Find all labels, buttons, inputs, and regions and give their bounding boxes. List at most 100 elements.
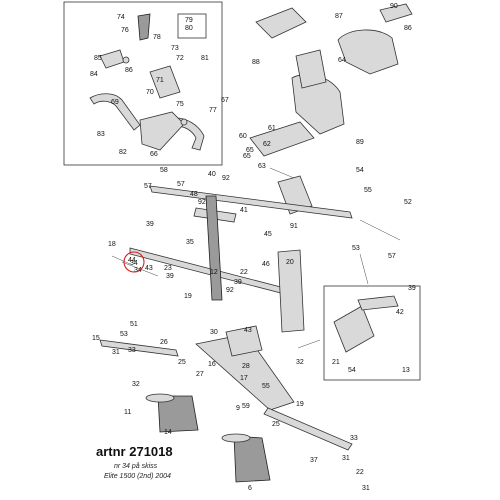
callout-label: 16 [208, 361, 216, 368]
bellow-ring [221, 433, 251, 443]
callout-label: 67 [221, 97, 229, 104]
callout-label: 48 [190, 191, 198, 198]
callout-label: 11 [124, 409, 131, 416]
callout-label: 92 [226, 287, 234, 294]
callout-label: 63 [258, 163, 266, 170]
callout-label: 39 [146, 221, 154, 228]
callout-label: 26 [160, 339, 168, 346]
callout-label: 92 [222, 175, 230, 182]
callout-label: 45 [264, 231, 272, 238]
callout-label: 31 [362, 485, 370, 492]
callout-label: 53 [352, 245, 360, 252]
callout-label: 21 [332, 359, 340, 366]
callout-label: 84 [90, 71, 98, 78]
callout-label: 17 [240, 375, 248, 382]
bracket-block [149, 65, 181, 99]
callout-label: 39 [166, 273, 174, 280]
callout-label: 31 [342, 455, 350, 462]
highlighted-part: 34 [123, 251, 145, 273]
inset-hardware-box [177, 13, 207, 39]
callout-label: 55 [364, 187, 372, 194]
seat-frame [337, 29, 399, 75]
bolt [180, 118, 188, 126]
callout-label: 79 [185, 17, 193, 24]
callout-label: 70 [146, 89, 154, 96]
callout-label: 90 [390, 3, 398, 10]
inset-handlebar [63, 1, 223, 166]
callout-label: 18 [108, 241, 116, 248]
bellow-right [233, 435, 271, 483]
callout-label: 14 [164, 429, 172, 436]
callout-label: 66 [150, 151, 158, 158]
callout-label: 86 [404, 25, 412, 32]
callout-label: 53 [120, 331, 128, 338]
callout-label: 78 [153, 34, 161, 41]
callout-label: 15 [92, 335, 100, 342]
callout-label: 92 [198, 199, 206, 206]
callout-label: 51 [130, 321, 138, 328]
axle-rod [149, 185, 353, 219]
callout-label: 52 [404, 199, 412, 206]
caption-line2: Elite 1500 (2nd) 2004 [104, 473, 171, 480]
callout-label: 77 [209, 107, 217, 114]
callout-label: 89 [356, 139, 364, 146]
column-tube [277, 249, 305, 333]
callout-label: 86 [125, 67, 133, 74]
callout-label: 32 [132, 381, 140, 388]
callout-label: 34 [134, 267, 142, 274]
highlight-circle [123, 251, 145, 273]
center-post [205, 195, 223, 301]
callout-label: 43 [244, 327, 252, 334]
bolt [122, 56, 130, 64]
callout-label: 82 [119, 149, 127, 156]
callout-label: 64 [338, 57, 346, 64]
callout-label: 91 [290, 223, 298, 230]
callout-label: 57 [388, 253, 396, 260]
callout-label: 37 [310, 457, 318, 464]
inset-brake [323, 285, 421, 381]
leader-lines [111, 167, 401, 349]
lever [137, 13, 151, 41]
callout-label: 85 [94, 55, 102, 62]
callout-label: 57 [177, 181, 185, 188]
main-frame [99, 121, 353, 451]
callout-label: 76 [121, 27, 129, 34]
callout-label: 25 [178, 359, 186, 366]
callout-label: 39 [234, 279, 242, 286]
caption-title: artnr 271018 [96, 444, 173, 459]
callout-label: 19 [296, 401, 304, 408]
callout-label: 59 [242, 403, 250, 410]
callout-label: 42 [396, 309, 404, 316]
callout-label: 83 [97, 131, 105, 138]
seat-pad [255, 7, 307, 39]
callout-label: 31 [112, 349, 120, 356]
cross-bracket [249, 121, 315, 157]
callout-label: 72 [176, 55, 184, 62]
brake-arm [357, 295, 399, 311]
callout-label: 65 [246, 147, 254, 154]
callout-label: 22 [240, 269, 248, 276]
bellow-left [157, 395, 199, 433]
callout-label: 46 [262, 261, 270, 268]
callout-label: 20 [286, 259, 294, 266]
caption-line1: nr 34 på skiss [114, 462, 158, 470]
seat-pad-small [379, 3, 413, 23]
callout-label: 23 [164, 265, 172, 272]
callout-label: 28 [242, 363, 250, 370]
callout-label: 27 [196, 371, 204, 378]
callout-label: 73 [171, 45, 179, 52]
handlebar-left [89, 93, 141, 131]
callout-label: 62 [263, 141, 271, 148]
caption-block: artnr 271018 nr 34 på skiss Elite 1500 (… [96, 444, 173, 480]
callout-label: 60 [239, 133, 247, 140]
callout-label: 39 [408, 285, 416, 292]
callout-label: 12 [210, 269, 218, 276]
bellows [145, 393, 271, 483]
rear-rod [263, 407, 353, 451]
bellow-ring [145, 393, 175, 403]
callout-label: 25 [272, 421, 280, 428]
callout-label: 33 [350, 435, 358, 442]
callout-label: 41 [240, 207, 248, 214]
